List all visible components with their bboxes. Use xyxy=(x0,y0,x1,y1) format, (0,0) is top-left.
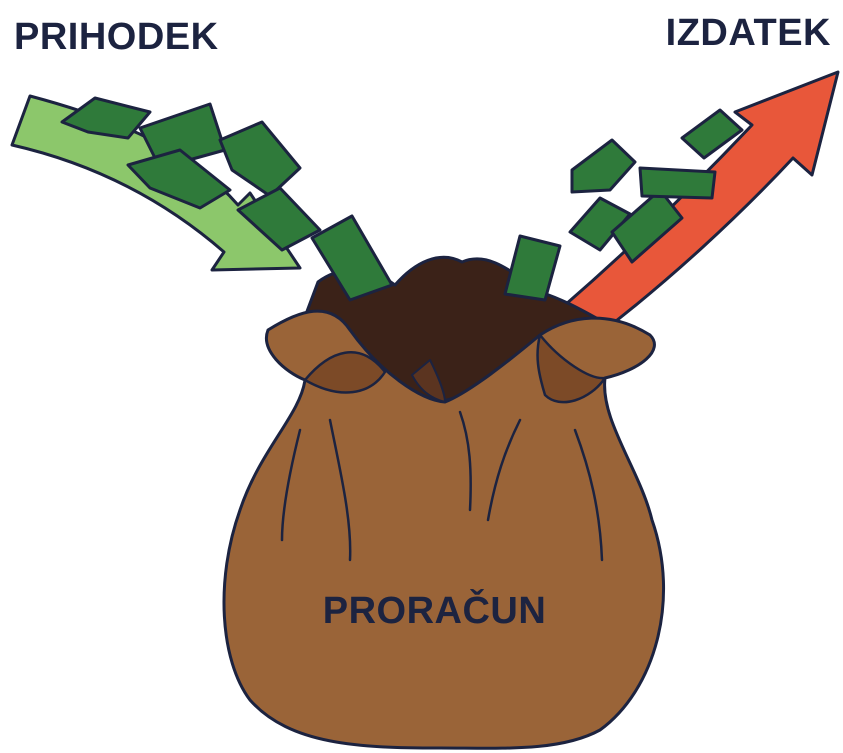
budget-label: PRORAČUN xyxy=(0,592,843,630)
banknote xyxy=(640,168,715,198)
banknote xyxy=(572,140,635,192)
banknote xyxy=(505,236,560,300)
banknote xyxy=(220,122,300,196)
budget-bag xyxy=(224,257,664,748)
income-label: PRIHODEK xyxy=(14,18,219,56)
expense-label: IZDATEK xyxy=(666,14,831,52)
